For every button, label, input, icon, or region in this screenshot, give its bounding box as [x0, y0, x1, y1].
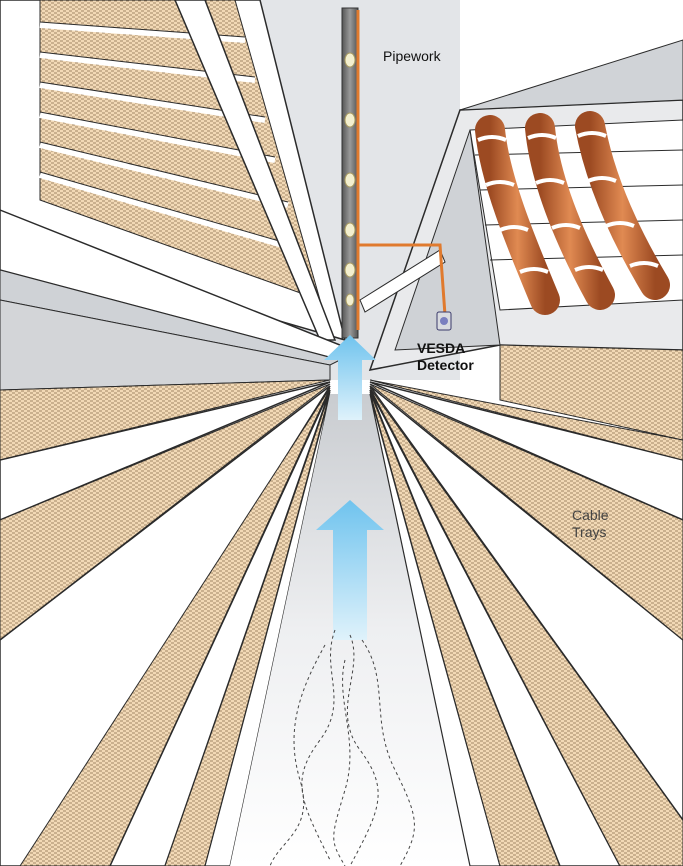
cable-trays-label: Cable Trays [572, 507, 609, 541]
cable-label-line2: Trays [572, 524, 609, 541]
pipework-label-text: Pipework [383, 48, 441, 65]
vesda-label-line2: Detector [417, 357, 474, 374]
vesda-label-line1: VESDA [417, 340, 474, 357]
pipework-label: Pipework [383, 48, 441, 65]
cable-label-line1: Cable [572, 507, 609, 524]
vesda-detector-label: VESDA Detector [417, 340, 474, 374]
vesda-detector-unit [437, 312, 451, 330]
